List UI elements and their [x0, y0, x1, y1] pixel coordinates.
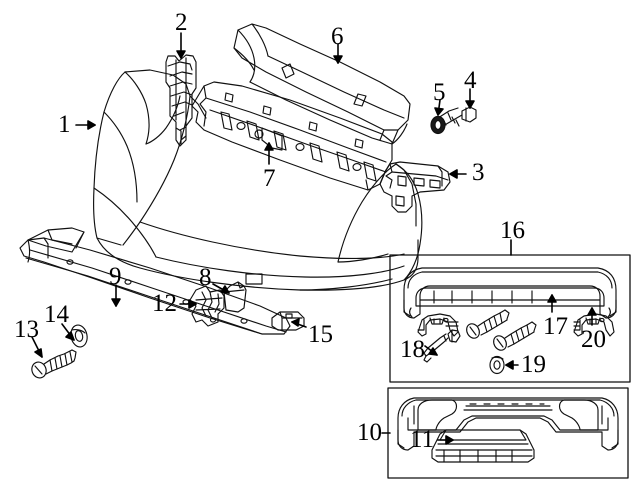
- part-diffuser-insert: [431, 429, 535, 463]
- part-rear-body-panel: [233, 23, 411, 145]
- part-push-rivet: [423, 329, 461, 363]
- callout-14[interactable]: 14: [44, 301, 69, 328]
- callout-16[interactable]: 16: [500, 217, 525, 244]
- callout-6[interactable]: 6: [331, 23, 344, 50]
- callout-9[interactable]: 9: [109, 263, 122, 290]
- part-rear-bumper-cover: [93, 69, 423, 291]
- callout-19[interactable]: 19: [521, 351, 546, 378]
- part-bumper-mounting-clip: [189, 285, 225, 327]
- part-sealing-grommet: [489, 355, 505, 375]
- part-bumper-reinforcement-beam: [191, 81, 393, 191]
- callout-7[interactable]: 7: [263, 165, 276, 192]
- part-valance-support-bracket-left: [417, 313, 459, 337]
- part-valance-screw-a: [466, 309, 510, 339]
- callout-5[interactable]: 5: [433, 79, 446, 106]
- part-tapping-screw: [31, 349, 77, 379]
- part-grommet-nut: [430, 115, 446, 135]
- callout-1[interactable]: 1: [58, 111, 71, 138]
- callout-10[interactable]: 10: [357, 419, 382, 446]
- part-bumper-retainer-bracket: [379, 161, 451, 213]
- part-rear-valance-spoiler: [403, 267, 617, 319]
- callout-4[interactable]: 4: [464, 67, 477, 94]
- callout-12[interactable]: 12: [152, 290, 177, 317]
- callout-15[interactable]: 15: [308, 321, 333, 348]
- callout-3[interactable]: 3: [472, 159, 485, 186]
- callout-20[interactable]: 20: [581, 326, 606, 353]
- callout-17[interactable]: 17: [543, 313, 568, 340]
- part-valance-screw-b: [493, 321, 537, 351]
- valance-kit-box-frame: [389, 254, 631, 383]
- callout-13[interactable]: 13: [14, 316, 39, 343]
- callout-2[interactable]: 2: [175, 9, 188, 36]
- callout-leaders: [31, 32, 597, 445]
- part-lower-diffuser: [397, 397, 619, 451]
- part-lower-valance-molding: [19, 227, 291, 335]
- callout-18[interactable]: 18: [400, 336, 425, 363]
- callout-8[interactable]: 8: [199, 264, 212, 291]
- callout-11[interactable]: 11: [410, 426, 435, 453]
- part-bumper-side-bracket: [165, 54, 197, 147]
